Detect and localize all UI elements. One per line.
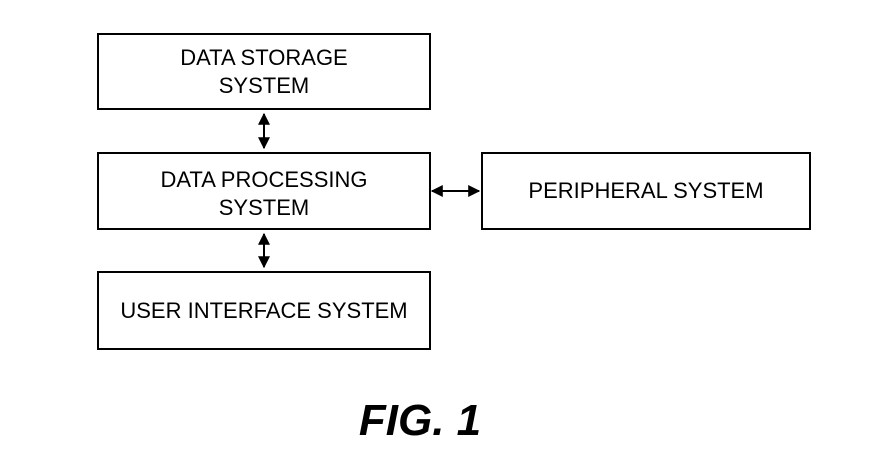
- figure-label: FIG. 1: [358, 396, 482, 445]
- user-interface-system-box: USER INTERFACE SYSTEM: [97, 271, 431, 350]
- peripheral-system-box: PERIPHERAL SYSTEM: [481, 152, 811, 230]
- data-storage-system-box: DATA STORAGE SYSTEM: [97, 33, 431, 110]
- data-processing-system-box: DATA PROCESSING SYSTEM: [97, 152, 431, 230]
- peripheral-system-label: PERIPHERAL SYSTEM: [528, 178, 764, 203]
- user-interface-system-label: USER INTERFACE SYSTEM: [120, 297, 408, 323]
- data-processing-system-label: DATA PROCESSING SYSTEM: [160, 167, 368, 220]
- data-storage-system-label: DATA STORAGE SYSTEM: [180, 44, 348, 98]
